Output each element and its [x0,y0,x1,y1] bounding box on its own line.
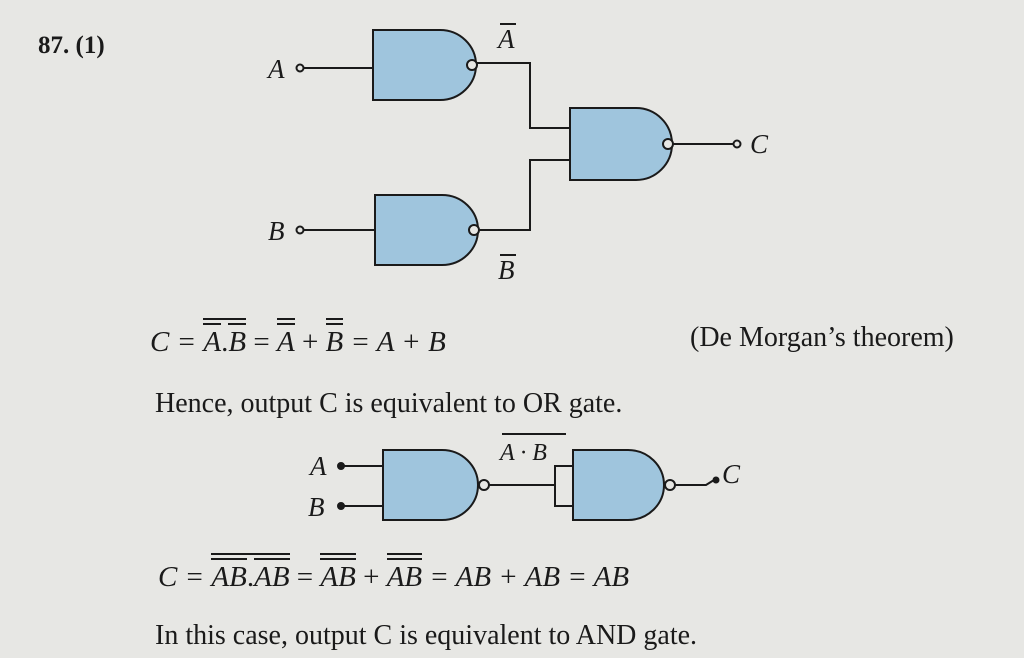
not-a-label: A [496,24,515,54]
nand-gate-output [569,107,674,181]
conclusion-and: In this case, output C is equivalent to … [155,620,698,651]
input-b-label: B [268,216,285,246]
eq1-term2: A [276,318,295,357]
eq1-a2: A [276,323,295,357]
eq1-b2: B [325,323,344,357]
nand-gate-a [372,29,478,101]
eq2-result: = AB + AB = AB [429,561,630,593]
nand-gate-first [382,449,490,521]
eq1-term3: B [325,318,344,357]
input-a-label-2: A [308,451,327,481]
input-b-label-2: B [308,492,325,522]
a-dot-b-label: A · B [498,440,547,466]
eq1-term1: A.B [203,318,247,358]
nand-gate-b [374,194,480,266]
eq1-result: = A + B [350,326,446,358]
eq2-ab1: AB [211,558,247,592]
eq2-ab3: AB [320,558,356,592]
conclusion-or: Hence, output C is equivalent to OR gate… [155,388,623,419]
nand-gate-second [572,449,676,521]
output-c-label-2: C [722,459,741,489]
eq1-lhs: C = [150,326,197,358]
not-b-label: B [498,255,515,285]
wires-1 [295,62,742,235]
question-number: 87. (1) [38,32,105,59]
output-c-label: C [750,129,769,159]
equation-1: C = A.B = A + B = A + B [150,318,446,359]
eq2-ab2: AB [254,558,290,592]
eq2-lhs: C = [158,561,205,593]
eq2-term3: AB [386,553,423,592]
eq2-term2: AB [320,553,356,592]
equation-2: C = AB.AB = AB + AB = AB + AB = AB [158,553,629,594]
eq2-ab4: AB [386,558,423,592]
eq1-dot: . [221,326,229,358]
eq1-equals: = [253,326,270,358]
eq1-a: A [203,323,222,357]
input-a-label: A [266,54,285,84]
eq2-plus: + [363,561,380,593]
eq1-plus: + [301,326,319,358]
eq2-dot: . [246,561,255,593]
theorem-note: (De Morgan’s theorem) [690,322,954,353]
eq2-term1: AB.AB [211,553,290,593]
eq2-equals: = [296,561,314,593]
eq1-b: B [228,323,247,357]
wires-2 [337,462,720,510]
